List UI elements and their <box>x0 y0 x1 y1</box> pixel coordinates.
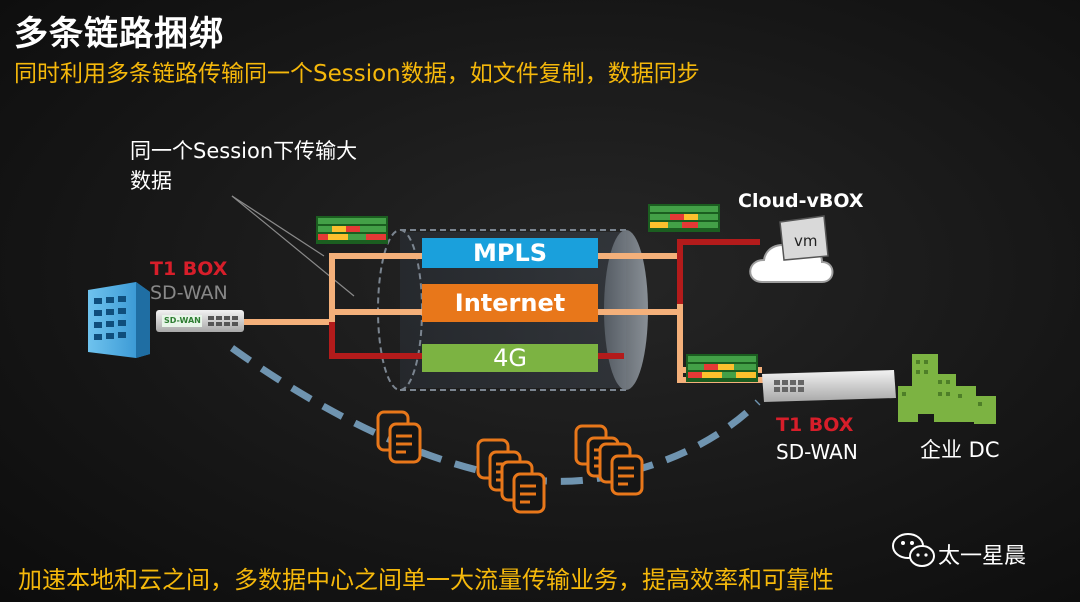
footer-caption: 加速本地和云之间，多数据中心之间单一大流量传输业务，提高效率和可靠性 <box>18 566 834 594</box>
vm-label: vm <box>794 232 818 250</box>
page-subtitle: 同时利用多条链路传输同一个Session数据，如文件复制，数据同步 <box>14 61 700 87</box>
server-icon <box>779 215 829 261</box>
dc-label: 企业 DC <box>920 438 1000 462</box>
packet-stack-icon <box>686 354 758 382</box>
page-title: 多条链路捆绑 <box>14 14 224 54</box>
packet-stack-icon <box>648 204 720 232</box>
left-box-name: T1 BOX <box>150 258 228 280</box>
path-mpls <box>422 238 598 268</box>
brand-name: 太一星晨 <box>938 544 1027 569</box>
sdwan-router-icon <box>156 310 244 332</box>
path-label-mpls: MPLS <box>472 239 548 267</box>
right-box-name: T1 BOX <box>776 414 854 436</box>
transfer-path <box>229 345 761 485</box>
path-label-4g: 4G <box>493 344 527 372</box>
left-box-sub: SD-WAN <box>150 282 228 304</box>
note-arrows <box>231 195 355 297</box>
wechat-icon <box>892 533 935 567</box>
cloud-label: Cloud-vBOX <box>738 190 864 212</box>
file-icon <box>500 460 546 514</box>
building-icon <box>88 282 150 358</box>
file-icon <box>376 410 422 464</box>
right-box-sub: SD-WAN <box>776 440 858 464</box>
city-icon <box>898 354 996 424</box>
left-router-label: SD-WAN <box>164 316 201 325</box>
session-note: 同一个Session下传输大数据 <box>130 139 358 193</box>
path-label-internet: Internet <box>454 289 566 317</box>
packet-stack-icon <box>316 216 388 244</box>
file-icon <box>598 442 644 496</box>
sdwan-router-icon <box>762 370 896 402</box>
path-internet <box>422 284 598 322</box>
path-4g <box>422 344 598 372</box>
